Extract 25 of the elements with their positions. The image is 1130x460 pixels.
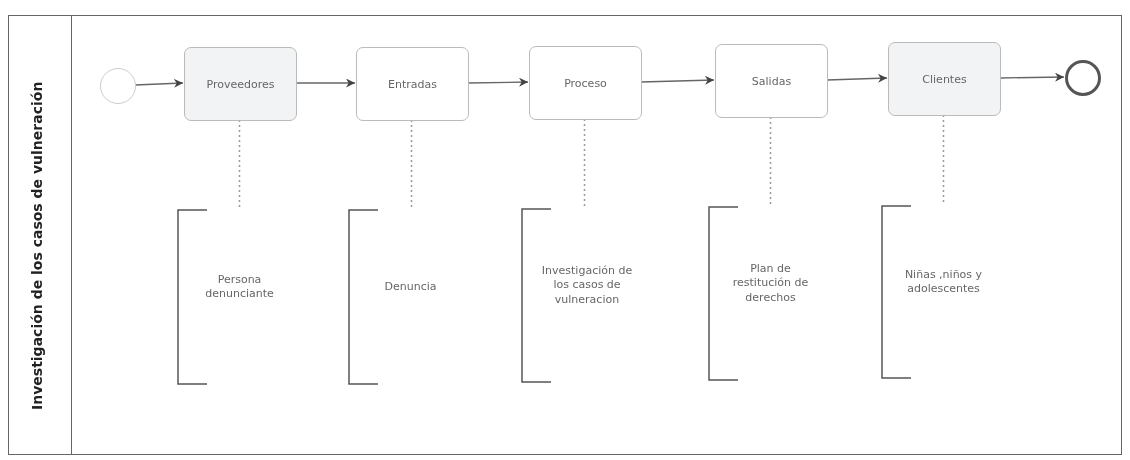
end-event-circle xyxy=(1065,60,1101,96)
task-label: Salidas xyxy=(751,74,792,88)
annotation-text: Denuncia xyxy=(384,279,437,295)
sequence-arrow xyxy=(640,75,715,85)
task-label: Proveedores xyxy=(206,77,275,91)
pool xyxy=(8,15,1122,455)
annotation-text: Niñas ,niños y adolescentes xyxy=(903,267,984,297)
annotation-text: Persona denunciante xyxy=(204,272,275,302)
task-label: Proceso xyxy=(564,76,607,90)
annotation-text: Investigación de los casos de vulneracion xyxy=(540,264,634,307)
sequence-arrow xyxy=(467,77,529,87)
task-box xyxy=(715,44,828,118)
start-event-circle xyxy=(100,68,136,104)
task-box xyxy=(529,46,642,120)
task-box xyxy=(184,47,297,121)
sequence-arrow xyxy=(826,73,888,83)
pool-title: Investigación de los casos de vulneración xyxy=(29,80,45,413)
sequence-arrow xyxy=(999,72,1065,82)
task-label: Clientes xyxy=(922,72,967,86)
sequence-arrow xyxy=(295,78,356,88)
annotation-text: Plan de restitución de derechos xyxy=(731,262,810,305)
task-label: Entradas xyxy=(388,77,437,91)
task-box xyxy=(356,47,469,121)
task-box xyxy=(888,42,1001,116)
sequence-arrow xyxy=(134,78,184,88)
